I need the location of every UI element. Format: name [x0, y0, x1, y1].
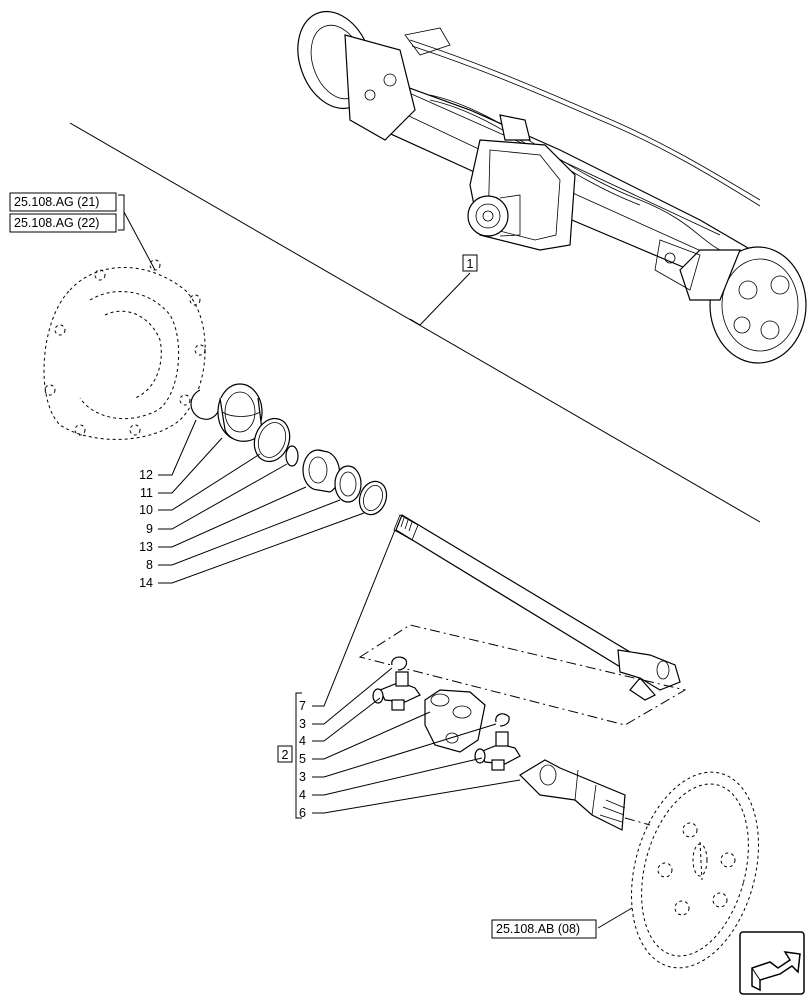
bushing-11	[217, 383, 263, 442]
callout-14[interactable]: 14	[139, 576, 153, 590]
callout-7[interactable]: 7	[299, 699, 306, 713]
leaders-left-column	[158, 419, 365, 584]
callout-5[interactable]: 5	[299, 752, 306, 766]
front-axle-assembly	[297, 10, 807, 364]
svg-text:25.108.AB (08): 25.108.AB (08)	[496, 922, 580, 936]
callout-3[interactable]: 3	[299, 717, 306, 731]
leaders-group-2	[312, 529, 521, 814]
snap-ring-7	[391, 656, 408, 671]
callout-4[interactable]: 4	[299, 734, 306, 748]
svg-text:25.108.AG (22): 25.108.AG (22)	[14, 216, 99, 230]
hub-reference-leader	[597, 907, 633, 929]
svg-text:25.108.AG (21): 25.108.AG (21)	[14, 195, 99, 209]
callout-4b[interactable]: 4	[299, 788, 306, 802]
callout-13[interactable]: 13	[139, 540, 153, 554]
callout-9[interactable]: 9	[146, 522, 153, 536]
snap-ring-12	[190, 389, 221, 420]
bearing-13	[302, 449, 341, 493]
ring-14	[358, 480, 388, 516]
snap-ring-4	[495, 713, 510, 727]
assembly-1-leader	[409, 272, 471, 326]
callout-11[interactable]: 11	[140, 486, 153, 500]
svg-text:2: 2	[282, 748, 289, 762]
callout-8[interactable]: 8	[146, 558, 153, 572]
callout-3b[interactable]: 3	[299, 770, 306, 784]
next-page-arrow-icon[interactable]	[739, 931, 805, 995]
spider-cross-3a	[372, 671, 421, 711]
reference-box-ag22[interactable]: 25.108.AG (22)	[9, 213, 117, 233]
reference-box-ag21[interactable]: 25.108.AG (21)	[9, 192, 117, 212]
axle-shaft	[393, 514, 681, 701]
ring-9	[285, 445, 299, 467]
callout-12[interactable]: 12	[139, 468, 153, 482]
seal-8	[334, 465, 362, 503]
axle-housing-flange	[43, 259, 206, 440]
stub-shaft-6	[519, 759, 651, 831]
double-yoke-coupling-5	[424, 689, 486, 753]
alignment-outline	[358, 624, 687, 726]
group-2-bracket	[295, 692, 302, 819]
callout-2[interactable]: 2	[277, 745, 293, 763]
callout-10[interactable]: 10	[139, 503, 153, 517]
reference-box-ab08[interactable]: 25.108.AB (08)	[491, 919, 597, 939]
callout-1[interactable]: 1	[462, 254, 478, 272]
callout-6[interactable]: 6	[299, 806, 306, 820]
spider-cross-3b	[474, 731, 521, 771]
reference-bracket	[118, 194, 156, 271]
svg-text:1: 1	[467, 257, 474, 271]
